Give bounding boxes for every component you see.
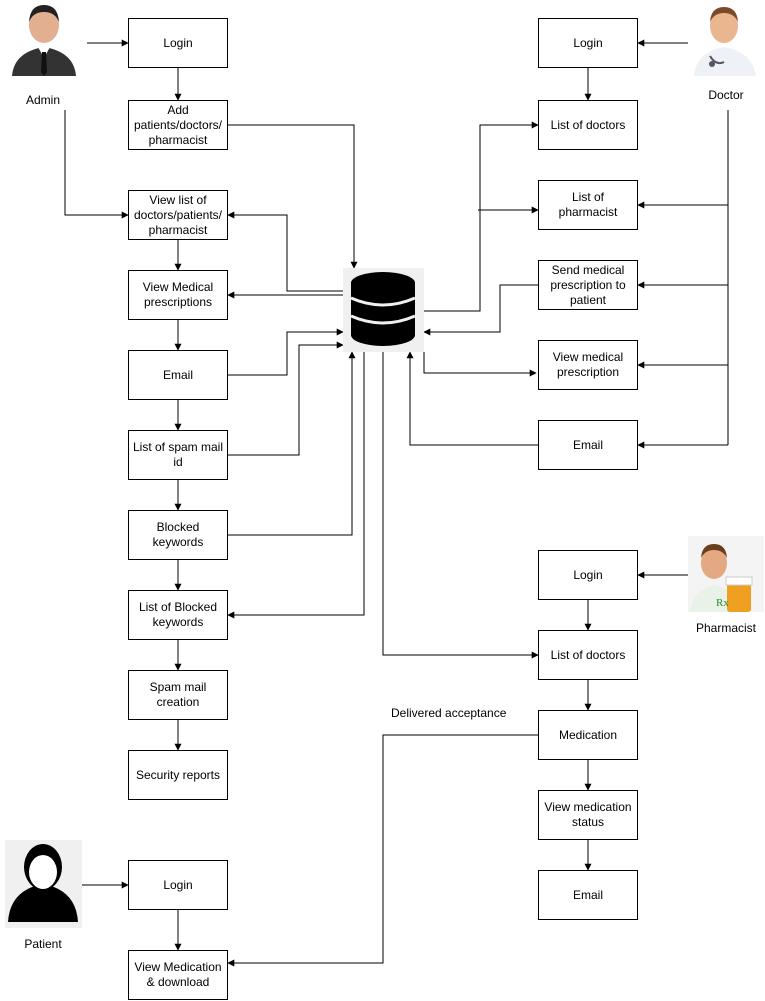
edge-db-to-view-presc: [423, 352, 537, 377]
delivered-acceptance-label: Delivered acceptance: [391, 706, 507, 720]
edge-db-to-blocked-list: [227, 352, 365, 619]
database-icon: [343, 268, 424, 352]
pharmacist-login-box: Login: [538, 550, 638, 600]
medication-status-box: View medication status: [538, 790, 638, 840]
edge-email-to-db: [228, 328, 344, 376]
blocked-keywords-list-box: List of Blocked keywords: [128, 590, 228, 640]
view-medical-prescriptions-box: View Medical prescriptions: [128, 270, 228, 320]
edge-add-to-db: [228, 124, 358, 269]
medication-box: Medication: [538, 710, 638, 760]
edge-medication-to-patient: [227, 734, 538, 967]
doctor-avatar-icon: [694, 7, 756, 76]
patient-avatar-icon: [5, 840, 82, 928]
patient-login-box: Login: [128, 860, 228, 910]
view-list-box: View list of doctors/patients/ pharmacis…: [128, 190, 228, 240]
edge-db-to-doctors-list: [424, 121, 539, 312]
patient-label: Patient: [24, 937, 62, 951]
spam-mail-creation-box: Spam mail creation: [128, 670, 228, 720]
list-pharmacist-box: List of pharmacist: [538, 180, 638, 230]
spam-mail-list-box: List of spam mail id: [128, 430, 228, 480]
edge-doctor-pharmacist: [637, 110, 729, 209]
edge-spam-to-db: [228, 341, 344, 456]
svg-text:Rx: Rx: [716, 597, 729, 609]
admin-email-box: Email: [128, 350, 228, 400]
edge-db-to-view-list: [227, 211, 343, 292]
doctor-list-doctors-box: List of doctors: [538, 100, 638, 150]
doctor-login-box: Login: [538, 18, 638, 68]
admin-label: Admin: [25, 93, 60, 107]
security-reports-box: Security reports: [128, 750, 228, 800]
view-medication-download-box: View Medication & download: [128, 950, 228, 1000]
blocked-keywords-box: Blocked keywords: [128, 510, 228, 560]
pharmacist-email-box: Email: [538, 870, 638, 920]
pharmacist-list-doctors-box: List of doctors: [538, 630, 638, 680]
edge-admin-to-view-list: [64, 110, 129, 219]
doctor-email-box: Email: [538, 420, 638, 470]
edge-blocked-to-db: [228, 351, 356, 536]
admin-login-box: Login: [128, 18, 228, 68]
admin-avatar-icon: [12, 5, 76, 76]
add-users-box: Add patients/doctors/ pharmacist: [128, 100, 228, 150]
edge-email-to-db-right: [406, 351, 538, 446]
view-prescription-box: View medical prescription: [538, 340, 638, 390]
doctor-label: Doctor: [708, 88, 744, 102]
send-prescription-box: Send medical prescription to patient: [538, 260, 638, 310]
pharmacist-label: Pharmacist: [695, 621, 757, 635]
edge-db-to-pharm-doctors: [382, 352, 539, 659]
edge-send-to-db: [423, 284, 538, 336]
pharmacist-avatar-icon: Rx: [688, 536, 764, 612]
